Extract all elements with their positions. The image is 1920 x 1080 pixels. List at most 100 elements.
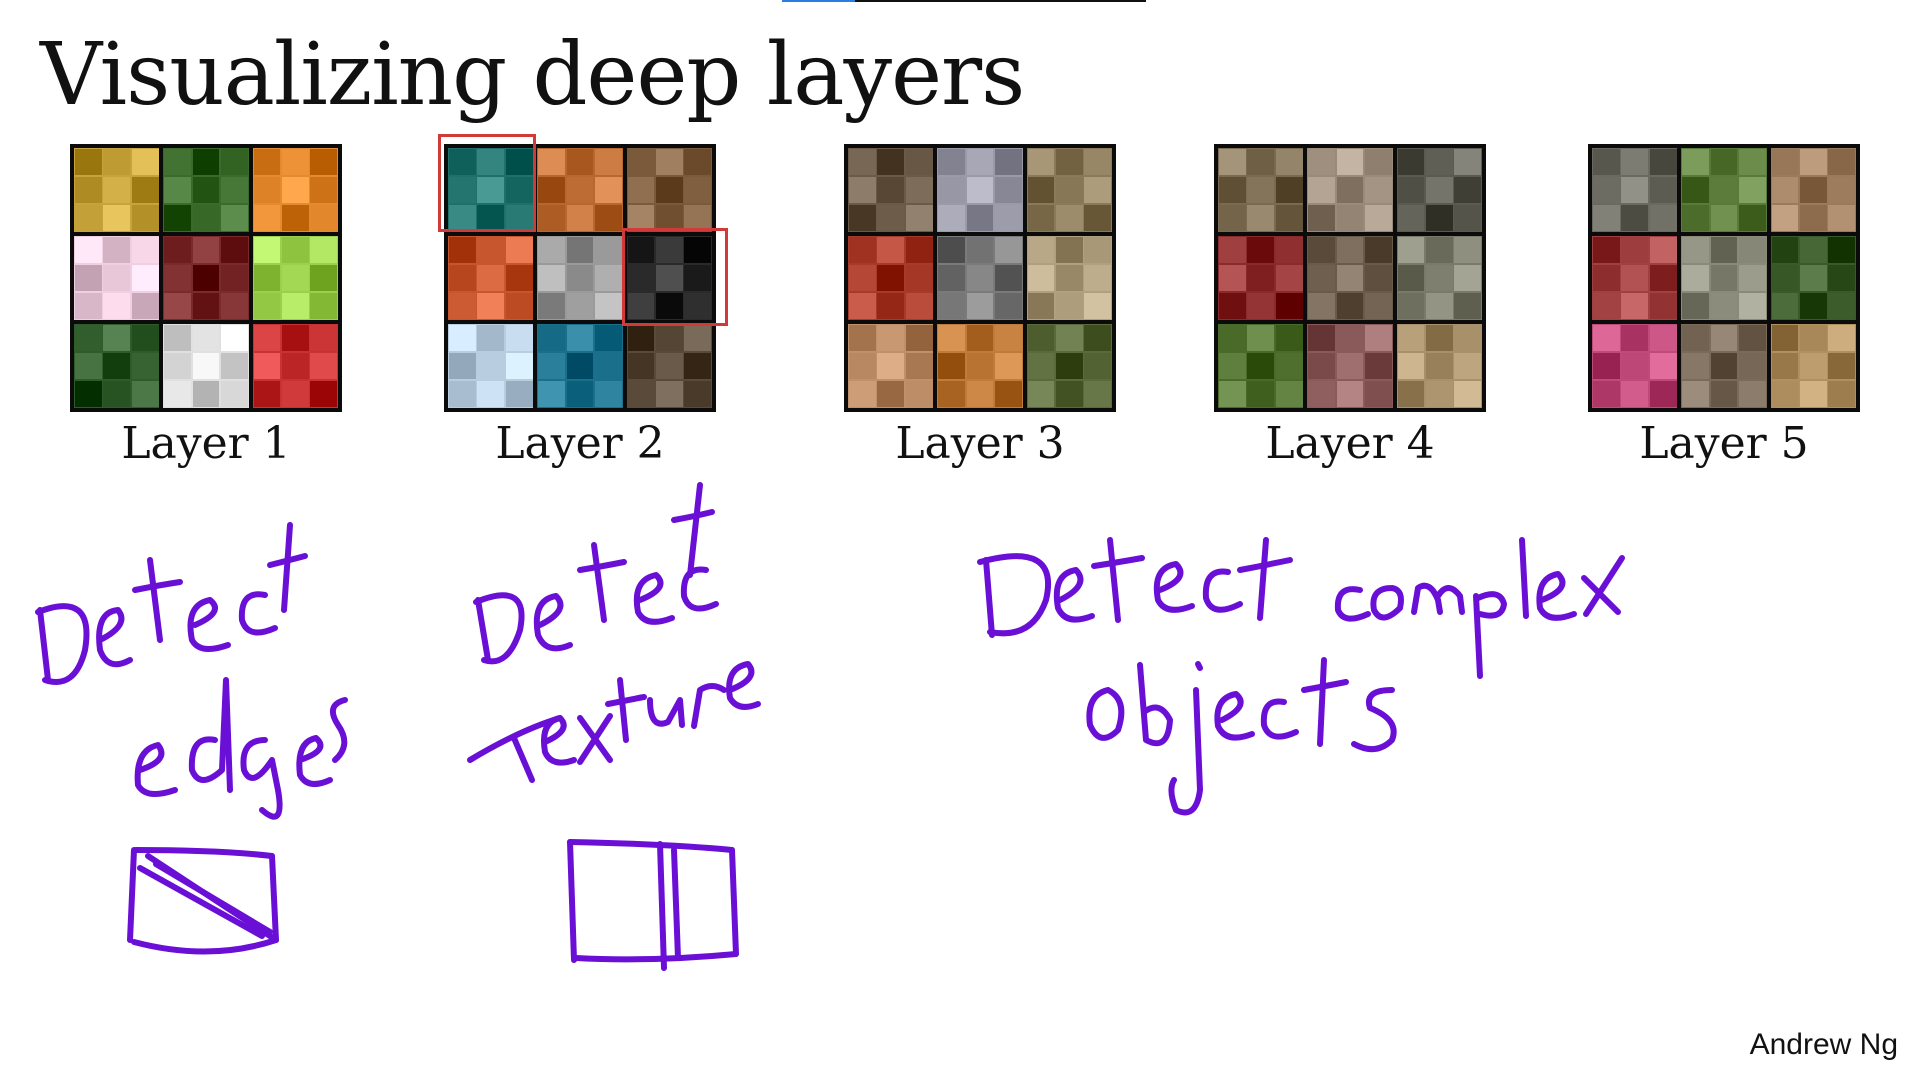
mosaic-patch bbox=[1592, 264, 1620, 292]
mosaic-patch bbox=[1682, 352, 1710, 380]
mosaic-patch bbox=[281, 236, 309, 264]
mosaic-patch bbox=[1621, 292, 1649, 320]
mosaic-patch bbox=[1027, 292, 1055, 320]
mosaic-patch bbox=[448, 352, 476, 380]
mosaic-patch bbox=[253, 352, 281, 380]
handwriting-detect-texture bbox=[467, 482, 761, 783]
mosaic-patch bbox=[74, 204, 102, 232]
mosaic-tile bbox=[1396, 236, 1482, 320]
mosaic-patch bbox=[595, 204, 622, 232]
mosaic-patch bbox=[253, 264, 281, 292]
mosaic-patch bbox=[1055, 324, 1083, 352]
mosaic-patch bbox=[221, 380, 248, 408]
mosaic-patch bbox=[253, 380, 281, 408]
mosaic-patch bbox=[1649, 352, 1677, 380]
mosaic-patch bbox=[1682, 236, 1710, 264]
mosaic-patch bbox=[905, 176, 933, 204]
mosaic-patch bbox=[1275, 380, 1303, 408]
mosaic-patch bbox=[627, 204, 655, 232]
mosaic-patch bbox=[253, 148, 281, 176]
mosaic-patch bbox=[192, 264, 220, 292]
mosaic-patch bbox=[1425, 236, 1453, 264]
mosaic-patch bbox=[995, 176, 1022, 204]
mosaic-patch bbox=[1397, 292, 1425, 320]
mosaic-patch bbox=[103, 176, 131, 204]
mosaic-patch bbox=[1397, 176, 1425, 204]
mosaic-patch bbox=[1454, 236, 1482, 264]
mosaic-patch bbox=[1799, 176, 1827, 204]
mosaic-patch bbox=[1308, 264, 1336, 292]
mosaic-patch bbox=[905, 292, 933, 320]
mosaic-patch bbox=[1771, 236, 1799, 264]
mosaic-patch bbox=[1027, 264, 1055, 292]
mosaic-patch bbox=[1739, 264, 1766, 292]
mosaic-tile bbox=[937, 148, 1023, 232]
mosaic-patch bbox=[1771, 264, 1799, 292]
mosaic-patch bbox=[1771, 148, 1799, 176]
mosaic-patch bbox=[848, 204, 876, 232]
mosaic-patch bbox=[221, 292, 248, 320]
mosaic-patch bbox=[1682, 148, 1710, 176]
mosaic-patch bbox=[310, 292, 338, 320]
mosaic-patch bbox=[966, 148, 994, 176]
mosaic-patch bbox=[655, 176, 683, 204]
mosaic-patch bbox=[655, 324, 683, 352]
mosaic-patch bbox=[1365, 264, 1392, 292]
mosaic-tile bbox=[1770, 236, 1856, 320]
mosaic-patch bbox=[938, 176, 966, 204]
layer-2-label: Layer 2 bbox=[495, 418, 665, 469]
mosaic-patch bbox=[1336, 264, 1364, 292]
mosaic-patch bbox=[877, 204, 905, 232]
mosaic-patch bbox=[1739, 352, 1766, 380]
mosaic-patch bbox=[905, 264, 933, 292]
mosaic-tile bbox=[252, 236, 338, 320]
mosaic-patch bbox=[684, 380, 712, 408]
mosaic-patch bbox=[595, 352, 622, 380]
mosaic-patch bbox=[103, 292, 131, 320]
mosaic-patch bbox=[995, 204, 1022, 232]
mosaic-patch bbox=[655, 148, 683, 176]
mosaic-patch bbox=[1397, 380, 1425, 408]
mosaic-patch bbox=[1336, 352, 1364, 380]
layer-3-visualization bbox=[844, 144, 1116, 412]
mosaic-patch bbox=[1027, 236, 1055, 264]
mosaic-patch bbox=[1275, 176, 1303, 204]
mosaic-patch bbox=[1365, 204, 1392, 232]
mosaic-patch bbox=[164, 264, 192, 292]
mosaic-patch bbox=[1739, 292, 1766, 320]
mosaic-patch bbox=[538, 292, 566, 320]
mosaic-patch bbox=[1592, 176, 1620, 204]
mosaic-tile bbox=[626, 324, 712, 408]
mosaic-patch bbox=[938, 236, 966, 264]
mosaic-patch bbox=[1247, 264, 1275, 292]
layer-2-visualization bbox=[444, 144, 716, 412]
mosaic-patch bbox=[1425, 176, 1453, 204]
mosaic-patch bbox=[1275, 292, 1303, 320]
mosaic-patch bbox=[1218, 352, 1246, 380]
mosaic-patch bbox=[131, 176, 159, 204]
mosaic-patch bbox=[1682, 204, 1710, 232]
mosaic-patch bbox=[877, 324, 905, 352]
mosaic-tile bbox=[626, 236, 712, 320]
mosaic-patch bbox=[966, 176, 994, 204]
mosaic-tile bbox=[74, 148, 160, 232]
mosaic-patch bbox=[1454, 176, 1482, 204]
mosaic-patch bbox=[310, 176, 338, 204]
mosaic-patch bbox=[905, 236, 933, 264]
mosaic-patch bbox=[1027, 176, 1055, 204]
mosaic-patch bbox=[253, 204, 281, 232]
mosaic-patch bbox=[74, 380, 102, 408]
mosaic-patch bbox=[1275, 264, 1303, 292]
mosaic-patch bbox=[877, 264, 905, 292]
mosaic-tile bbox=[1307, 148, 1393, 232]
layer-1-label: Layer 1 bbox=[121, 418, 291, 469]
mosaic-patch bbox=[192, 236, 220, 264]
mosaic-patch bbox=[1799, 324, 1827, 352]
mosaic-patch bbox=[655, 380, 683, 408]
mosaic-patch bbox=[538, 352, 566, 380]
mosaic-patch bbox=[1055, 148, 1083, 176]
layer-4-label: Layer 4 bbox=[1265, 418, 1435, 469]
mosaic-patch bbox=[1454, 292, 1482, 320]
mosaic-patch bbox=[938, 148, 966, 176]
mosaic-patch bbox=[655, 204, 683, 232]
